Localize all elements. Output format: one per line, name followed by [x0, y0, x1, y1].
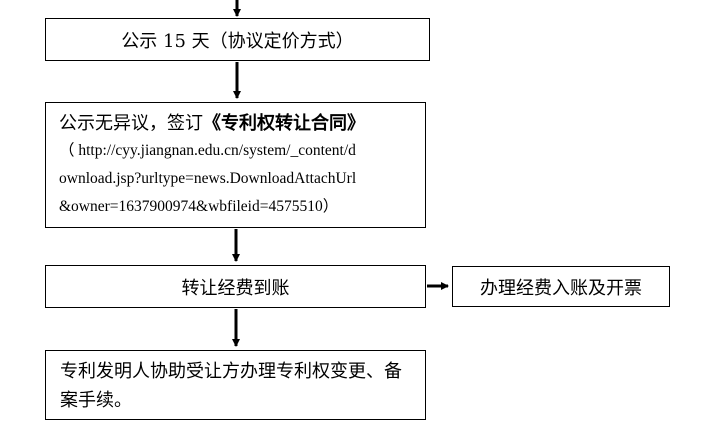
step-funds-received-box: 转让经费到账	[45, 265, 426, 308]
step-publicity-box: 公示 15 天（协议定价方式）	[45, 18, 430, 61]
step-funds-received-label: 转让经费到账	[181, 277, 290, 299]
contract-title: 《专利权转让合同》	[203, 113, 365, 134]
contract-url-line-1: （ http://cyy.jiangnan.edu.cn/system/_con…	[59, 142, 356, 159]
step-sign-contract-box: 公示无异议，签订《专利权转让合同》 （ http://cyy.jiangnan.…	[45, 102, 426, 228]
contract-url-line-2: ownload.jsp?urltype=news.DownloadAttachU…	[59, 170, 357, 187]
step-sign-contract-lead: 公示无异议，签订	[59, 113, 203, 134]
step-patent-transfer-box: 专利发明人协助受让方办理专利权变更、备案手续。	[45, 350, 426, 420]
side-step-invoice-box: 办理经费入账及开票	[452, 266, 670, 307]
contract-url-line-3: &owner=1637900974&wbfileid=4575510）	[59, 198, 339, 215]
step-sign-contract-heading: 公示无异议，签订《专利权转让合同》	[59, 111, 419, 137]
step-patent-transfer-label: 专利发明人协助受让方办理专利权变更、备案手续。	[60, 361, 402, 411]
side-step-invoice-label: 办理经费入账及开票	[480, 277, 642, 299]
step-publicity-label: 公示 15 天（协议定价方式）	[121, 30, 354, 52]
